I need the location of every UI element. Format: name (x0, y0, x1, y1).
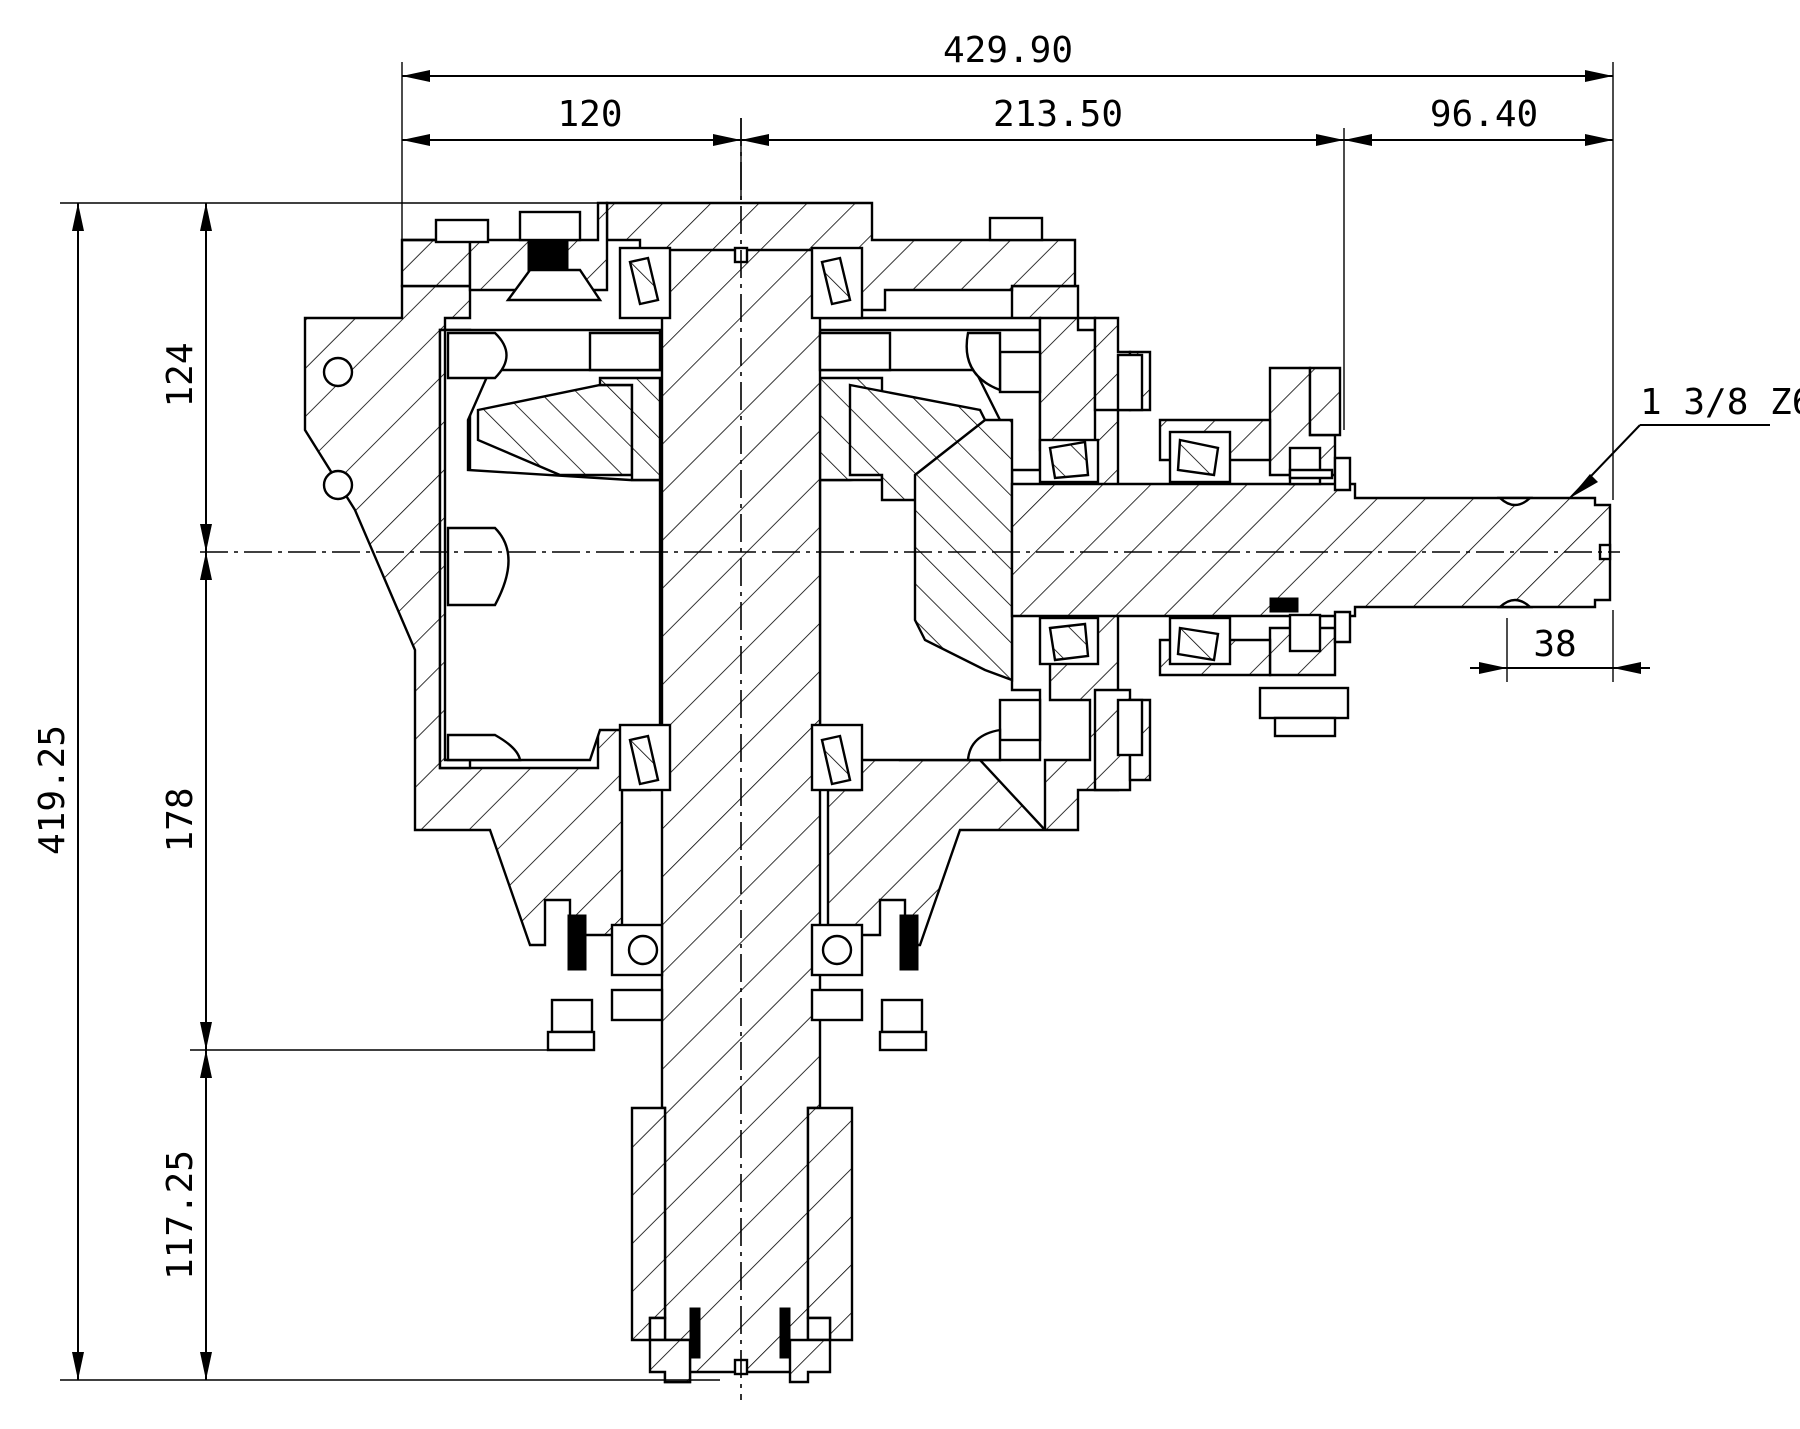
plug-and-bolts (434, 210, 1352, 1052)
dim-axis-to-lower-flange-label: 178 (160, 787, 201, 852)
mounting-holes (322, 356, 354, 501)
dim-axis-to-lower-flange: 178 (160, 552, 212, 1050)
dim-left-to-center: 120 (402, 94, 741, 146)
bevel-gear-left (476, 376, 662, 482)
dim-top-to-axis: 124 (160, 203, 212, 552)
dim-top-to-axis-label: 124 (160, 342, 201, 407)
dim-overall-width-label: 429.90 (943, 30, 1073, 71)
dim-shaft-key-length: 38 (1470, 624, 1650, 674)
extension-lines (60, 62, 1614, 1381)
shaft-spec-label: 1 3/8 Z6 (1640, 382, 1800, 423)
dim-flange-to-shaft-end: 96.40 (1344, 94, 1613, 146)
pinion-gear (913, 418, 1014, 682)
dim-lower-shaft-length: 117.25 (160, 1050, 212, 1380)
shaft-groove (733, 246, 1612, 1376)
dim-overall-height: 419.25 (32, 203, 84, 1380)
dim-shaft-key-length-label: 38 (1533, 624, 1576, 665)
dim-overall-width: 429.90 (402, 30, 1613, 82)
dim-lower-shaft-length-label: 117.25 (160, 1150, 201, 1280)
horizontal-shaft (1010, 482, 1612, 618)
lower-hub (630, 1106, 854, 1384)
dim-overall-height-label: 419.25 (32, 725, 73, 855)
shaft-spec-leader: 1 3/8 Z6 (1569, 382, 1800, 499)
dim-flange-to-shaft-end-label: 96.40 (1430, 94, 1538, 135)
bearing-rollers (628, 256, 1220, 786)
oil-passages (446, 331, 1002, 762)
dim-center-to-flange: 213.50 (741, 94, 1344, 146)
dim-left-to-center-label: 120 (557, 94, 622, 135)
dim-center-to-flange-label: 213.50 (993, 94, 1123, 135)
